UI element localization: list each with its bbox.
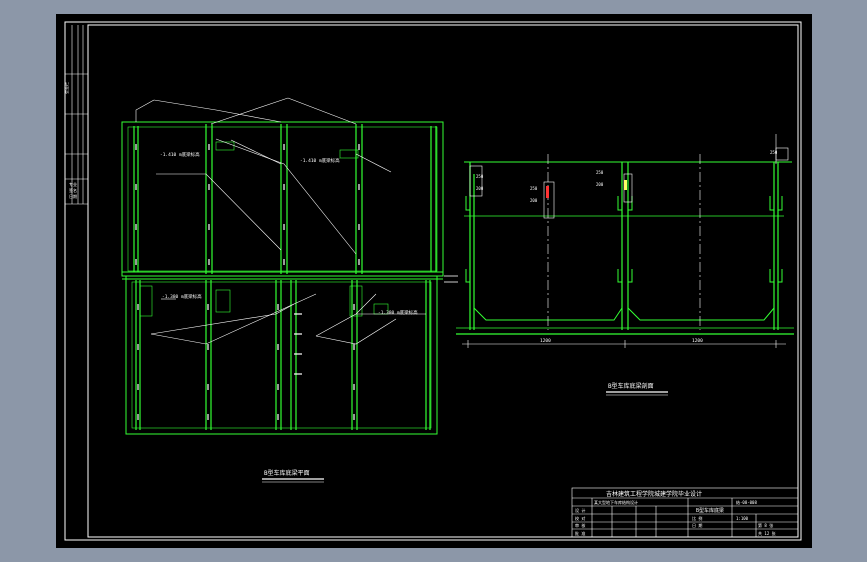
side-label-0: 会签栏: [63, 82, 69, 94]
section-tag-7: 250: [770, 150, 778, 155]
tb-sheet-value: 第 8 张: [758, 522, 773, 528]
tb-scale-value: 1:100: [736, 516, 749, 521]
tb-row-designer: 设 计: [575, 507, 585, 513]
plan-elev-label-c: -1.380 m底梁标高: [162, 293, 202, 300]
section-tag-1: 250: [476, 174, 484, 179]
title-block-drawing-no: 结-08-008: [736, 499, 757, 505]
plan-rebar-marks: [135, 144, 360, 420]
section-tag-6: 200: [596, 182, 604, 187]
plan-elev-label-b: -1.410 m底梁标高: [300, 157, 340, 164]
section-view-title: B型车库底梁剖面: [608, 382, 654, 390]
side-label-3: 日期: [69, 193, 77, 199]
tb-row-approver: 批 准: [575, 530, 585, 536]
plan-elev-label-d: -1.380 m底梁标高: [378, 309, 418, 316]
tb-row-date: 日 期: [692, 522, 702, 528]
plan-elev-label-a: -1.410 m底梁标高: [160, 151, 200, 158]
section-centerlines: [547, 154, 701, 330]
plan-beams-upper: [133, 124, 437, 274]
tb-total-value: 共 12 张: [758, 530, 776, 536]
title-block-project: 某大型地下车库结构设计: [594, 499, 638, 505]
title-block-institution: 吉林建筑工程学院城建学院毕业设计: [606, 490, 702, 498]
sheet-outer-frame: [64, 21, 802, 541]
section-accent-marks: [546, 180, 627, 198]
side-label-1: 专业: [69, 181, 77, 187]
section-dim-2: 1200: [692, 338, 703, 344]
section-tag-2: 200: [476, 186, 484, 191]
section-tag-4: 200: [530, 198, 538, 203]
plan-view: [121, 121, 444, 435]
tb-row-checker: 校 对: [575, 515, 585, 521]
section-cut-marker: [444, 275, 458, 283]
plan-lower-outline: [125, 275, 438, 435]
section-details: [462, 134, 789, 348]
title-block: [571, 487, 799, 538]
side-signature-strip: 会签栏 专业 签名 日期: [63, 25, 88, 205]
side-label-2: 签名: [69, 187, 77, 193]
section-dim-1: 1200: [540, 338, 551, 344]
plan-leaders: [135, 97, 426, 345]
section-tag-5: 250: [596, 170, 604, 175]
tb-row-reviewer: 审 核: [575, 522, 585, 528]
tb-row-scale: 比 例: [692, 515, 702, 521]
section-tag-3: 250: [530, 186, 538, 191]
sheet-inner-frame: [87, 24, 799, 538]
plan-beams-lower: [135, 280, 431, 430]
cad-viewport[interactable]: 会签栏 专业 签名 日期: [56, 14, 812, 548]
title-block-drawing-name: B型车库底梁: [696, 507, 724, 514]
plan-view-title: B型车库底梁平面: [264, 469, 310, 477]
cad-drawing: 会签栏 专业 签名 日期: [63, 21, 802, 541]
plan-upper-outline: [121, 121, 444, 277]
